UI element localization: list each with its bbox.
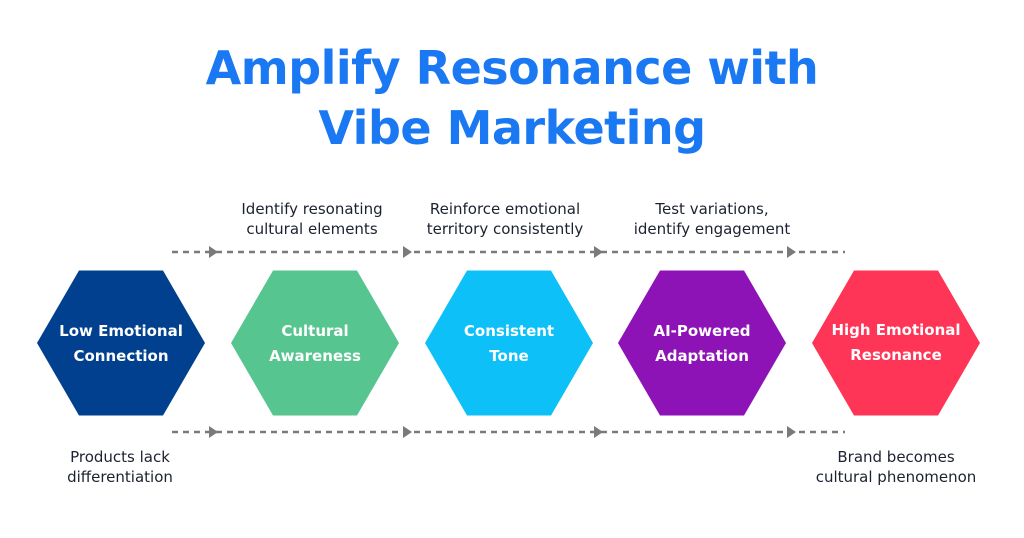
stage-line: Resonance xyxy=(850,346,942,364)
arrow-right-icon xyxy=(594,246,603,258)
stage-label-4: AI-Powered Adaptation xyxy=(618,319,786,369)
caption-line: differentiation xyxy=(67,468,173,486)
arrow-right-icon xyxy=(787,246,796,258)
top-caption-3: Test variations, identify engagement xyxy=(612,199,812,239)
bottom-caption-end: Brand becomes cultural phenomenon xyxy=(796,447,996,487)
stage-line: High Emotional xyxy=(831,321,961,339)
top-caption-2: Reinforce emotional territory consistent… xyxy=(405,199,605,239)
stage-line: Adaptation xyxy=(655,347,749,365)
arrow-right-icon xyxy=(209,426,218,438)
stage-line: Consistent xyxy=(463,322,555,340)
stage-line: Low Emotional xyxy=(59,322,183,340)
arrow-right-icon xyxy=(403,426,412,438)
top-connector xyxy=(172,246,845,258)
stage-label-1: Low Emotional Connection xyxy=(37,319,205,369)
stage-hexagons xyxy=(37,270,980,416)
stage-label-5: High Emotional Resonance xyxy=(812,318,980,368)
bottom-connector xyxy=(172,426,845,438)
arrow-right-icon xyxy=(403,246,412,258)
caption-line: Brand becomes xyxy=(837,448,955,466)
stage-hexagon-1 xyxy=(37,270,205,416)
stage-label-2: Cultural Awareness xyxy=(231,319,399,369)
caption-line: Reinforce emotional xyxy=(429,200,581,218)
arrow-right-icon xyxy=(787,426,796,438)
caption-line: cultural phenomenon xyxy=(815,468,977,486)
stage-hexagon-5 xyxy=(812,270,980,416)
page-title: Amplify Resonance with Vibe Marketing xyxy=(0,38,1024,158)
bottom-caption-start: Products lack differentiation xyxy=(20,447,220,487)
arrow-right-icon xyxy=(209,246,218,258)
stage-line: Awareness xyxy=(269,347,361,365)
stage-line: AI-Powered xyxy=(653,322,751,340)
stage-hexagon-2 xyxy=(231,270,399,416)
top-caption-1: Identify resonating cultural elements xyxy=(212,199,412,239)
title-line-2: Vibe Marketing xyxy=(318,101,706,155)
stage-line: Tone xyxy=(489,347,529,365)
stage-label-3: Consistent Tone xyxy=(425,319,593,369)
stage-line: Connection xyxy=(73,347,169,365)
caption-line: Products lack xyxy=(70,448,170,466)
arrow-right-icon xyxy=(594,426,603,438)
stage-hexagon-3 xyxy=(425,270,593,416)
caption-line: cultural elements xyxy=(246,220,378,238)
stage-line: Cultural xyxy=(281,322,349,340)
caption-line: Test variations, xyxy=(655,200,769,218)
caption-line: Identify resonating xyxy=(241,200,383,218)
caption-line: territory consistently xyxy=(426,220,584,238)
stage-hexagon-4 xyxy=(618,270,786,416)
caption-line: identify engagement xyxy=(633,220,791,238)
title-line-1: Amplify Resonance with xyxy=(205,41,819,95)
